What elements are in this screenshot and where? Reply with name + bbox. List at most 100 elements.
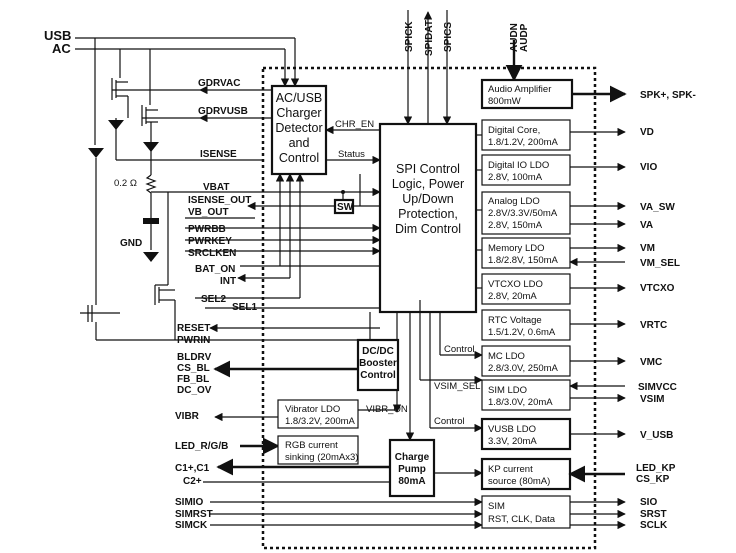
sim-ldo-line-1: SIM LDO (488, 385, 527, 396)
digital-core-line-1: Digital Core, (488, 125, 540, 136)
charger-line-3: Detector (275, 121, 322, 135)
kp-current-block (480, 457, 572, 491)
pump-line-1: Charge (395, 452, 430, 463)
digital-io-line-2: 2.8V, 100mA (488, 172, 543, 183)
pin-gnd: GND (120, 238, 142, 249)
charger-block (270, 84, 328, 176)
digital-core-block (481, 119, 571, 151)
power-path-transistors (80, 78, 263, 340)
memory-line-2: 1.8/2.8V, 150mA (488, 255, 559, 266)
pin-gdrvac: GDRVAC (198, 78, 240, 89)
pin-isense: ISENSE (200, 149, 237, 160)
spi-line-3: Up/Down (402, 192, 453, 206)
rtc-line-1: RTC Voltage (488, 315, 542, 326)
left-signal-lines (96, 85, 381, 341)
rtc-block (481, 309, 571, 341)
digital-io-line-1: Digital IO LDO (488, 160, 549, 171)
memory-ldo-block (481, 237, 571, 269)
signal-chr-en: CHR_EN (335, 119, 374, 130)
dcdc-block (356, 338, 400, 392)
pin-vm-sel: VM_SEL (640, 258, 680, 269)
pin-fb-bl: FB_BL (177, 374, 209, 385)
dcdc-line-3: Control (360, 370, 396, 381)
kp-line-2: source (80mA) (488, 476, 550, 487)
pin-pwrbb: PWRBB (188, 224, 226, 235)
pin-vio: VIO (640, 162, 657, 173)
vibrator-line-1: Vibrator LDO (285, 404, 340, 415)
pin-dc-ov: DC_OV (177, 385, 212, 396)
pin-usb: USB (44, 28, 71, 43)
pin-audn: AUDN (509, 23, 520, 52)
pin-srclken: SRCLKEN (188, 248, 236, 259)
spi-line-1: SPI Control (396, 162, 460, 176)
pin-simvcc: SIMVCC (638, 382, 677, 393)
vtcxo-line-1: VTCXO LDO (488, 279, 543, 290)
spi-control-block (378, 122, 478, 314)
pin-reset: RESET (177, 323, 210, 334)
chip-outline (261, 66, 597, 550)
vtcxo-line-2: 2.8V, 20mA (488, 291, 537, 302)
top-spi-lines (403, 10, 523, 125)
pin-vbat: VBAT (203, 182, 229, 193)
charger-line-5: Control (279, 151, 319, 165)
sim-line-1: SIM (488, 501, 505, 512)
mc-ldo-block (481, 345, 571, 377)
sim-block (481, 495, 571, 529)
pin-led-rgb: LED_R/G/B (175, 441, 228, 452)
pin-sel2: SEL2 (201, 294, 226, 305)
digital-core-line-2: 1.8/1.2V, 200mA (488, 137, 559, 148)
charger-line-2: Charger (276, 106, 321, 120)
vusb-line-1: VUSB LDO (488, 424, 536, 435)
pin-spk: SPK+, SPK- (640, 90, 696, 101)
sw-label: SW (337, 202, 354, 213)
sim-ldo-block (481, 379, 571, 411)
pin-simio: SIMIO (175, 497, 204, 508)
pin-sio: SIO (640, 497, 657, 508)
pin-vtcxo: VTCXO (640, 283, 675, 294)
usb-ac-lines (75, 37, 300, 145)
charge-pump-block (388, 438, 436, 498)
vusb-line-2: 3.3V, 20mA (488, 436, 537, 447)
pin-vibr: VIBR (175, 411, 200, 422)
pin-spics: SPICS (443, 22, 454, 52)
pin-simrst: SIMRST (175, 509, 213, 520)
pin-sel1: SEL1 (232, 302, 257, 313)
memory-line-1: Memory LDO (488, 243, 544, 254)
vtcxo-ldo-block (481, 273, 571, 305)
pump-line-2: Pump (398, 464, 426, 475)
analog-line-2: 2.8V/3.3V/50mA (488, 208, 558, 219)
analog-line-3: 2.8V, 150mA (488, 220, 543, 231)
digital-io-block (481, 154, 571, 186)
pin-int: INT (220, 276, 236, 287)
pin-c2: C2+ (183, 476, 202, 487)
signal-vsim-sel: VSIM_SEL (434, 381, 480, 392)
pin-ac: AC (52, 41, 71, 56)
pin-audp: AUDP (519, 23, 530, 52)
analog-ldo-block (481, 191, 571, 235)
audio-line-1: Audio Amplifier (488, 84, 551, 95)
pump-line-3: 80mA (398, 476, 425, 487)
vusb-ldo-block (480, 417, 572, 451)
pin-vm: VM (640, 243, 655, 254)
charger-line-4: and (289, 136, 310, 150)
pin-spick: SPICK (404, 21, 415, 52)
pin-sclk: SCLK (640, 520, 668, 531)
resistor-value: 0.2 Ω (114, 178, 137, 189)
pin-vrtc: VRTC (640, 320, 667, 331)
pin-vsim: VSIM (640, 394, 664, 405)
pin-va: VA (640, 220, 653, 231)
pin-cs-kp: CS_KP (636, 474, 670, 485)
pin-pwrin: PWRIN (177, 335, 210, 346)
pin-c1: C1+,C1 (175, 463, 210, 474)
pin-bat-on: BAT_ON (195, 264, 235, 275)
pin-led-kp: LED_KP (636, 463, 676, 474)
kp-line-1: KP current (488, 464, 533, 475)
signal-vibr-on: VIBR_ON (366, 404, 408, 415)
signal-control-2: Control (434, 416, 465, 427)
spi-line-2: Logic, Power (392, 177, 464, 191)
signal-control-1: Control (444, 344, 475, 355)
pin-cs-bl: CS_BL (177, 363, 210, 374)
spi-line-5: Dim Control (395, 222, 461, 236)
